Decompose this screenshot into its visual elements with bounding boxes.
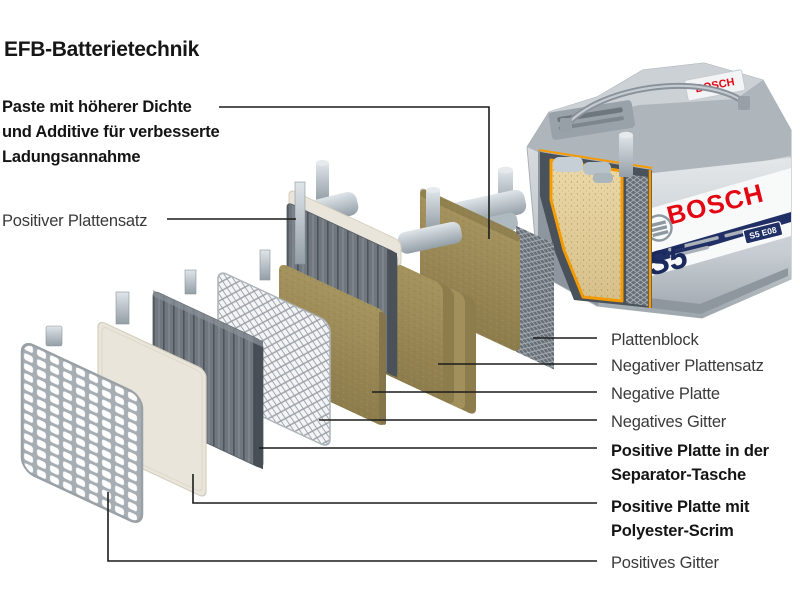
bosch-battery-product: BOSCH BOSCH: [526, 62, 792, 319]
label-negatives-gitter: Negatives Gitter: [611, 413, 727, 431]
line-positive-platte-scrim: [192, 474, 597, 504]
label-positive-platte-scrim: Positive Platte mit Polyester-Scrim: [611, 498, 750, 540]
label-paste: Paste mit höherer Dichte und Additive fü…: [2, 98, 220, 166]
line-paste: [219, 106, 490, 239]
label-positiver-plattensatz: Positiver Plattensatz: [2, 212, 148, 230]
label-negativer-plattensatz: Negativer Plattensatz: [611, 357, 764, 375]
label-positives-gitter: Positives Gitter: [611, 554, 719, 572]
label-positive-platte-separator: Positive Platte in der Separator-Tasche: [611, 442, 769, 484]
label-plattenblock: Plattenblock: [611, 331, 699, 349]
line-positives-gitter: [107, 492, 597, 562]
battery-cutaway: [538, 131, 653, 308]
battery-series-badge: S5 E08: [742, 221, 784, 245]
annotation-lines: [107, 106, 597, 562]
page-title: EFB-Batterietechnik: [4, 38, 200, 61]
battery-handle: [560, 82, 750, 132]
positives-gitter-part: [20, 325, 144, 523]
label-negative-platte: Negative Platte: [611, 385, 720, 403]
